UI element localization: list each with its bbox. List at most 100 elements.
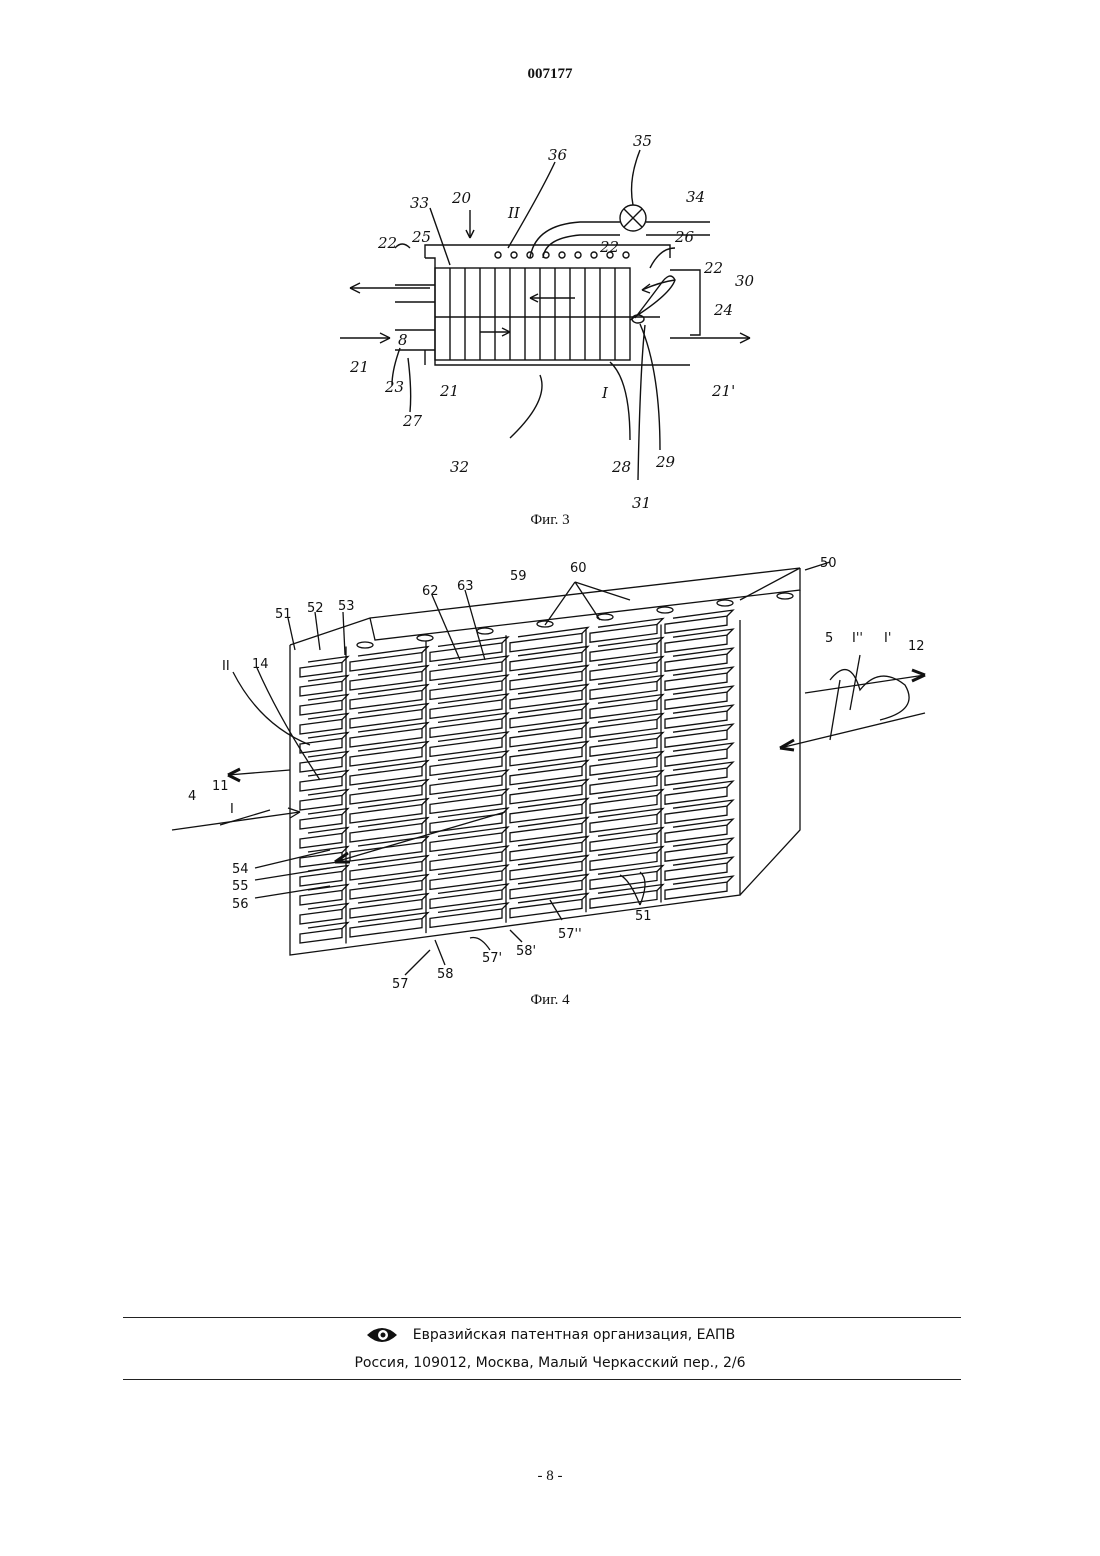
- fin-edge: [438, 656, 508, 665]
- fin-edge: [308, 695, 348, 701]
- footer-address: Россия, 109012, Москва, Малый Черкасский…: [0, 1355, 1100, 1371]
- label-31: 31: [632, 494, 651, 512]
- label-23: 23: [384, 378, 404, 396]
- label-57: 57: [392, 977, 409, 992]
- label-21-prime: 21': [711, 382, 735, 400]
- coil-turn: [495, 252, 501, 258]
- figure-3-drawing: 36 35 34 33 20 II 22 25 26 22 22 30 24 2…: [330, 130, 770, 520]
- fin-edge: [438, 732, 508, 741]
- fin-plate: [300, 796, 342, 810]
- fin-edge: [518, 817, 588, 826]
- fin-edge: [598, 732, 663, 741]
- figure-4-caption: Фиг. 4: [0, 992, 1100, 1009]
- fin-edge: [308, 904, 348, 910]
- fin-edge: [598, 694, 663, 703]
- label-30: 30: [735, 272, 755, 290]
- label-I-prime: I': [884, 631, 891, 646]
- coil-turn: [623, 252, 629, 258]
- fin-edge: [438, 675, 508, 684]
- label-33: 33: [410, 194, 429, 212]
- tube-end: [777, 593, 793, 599]
- document-number: 007177: [0, 66, 1100, 83]
- fin-edge: [438, 903, 508, 912]
- fin-edge: [358, 780, 428, 789]
- fin-edge: [308, 676, 348, 682]
- fin-edge: [518, 684, 588, 693]
- label-35: 35: [633, 132, 652, 150]
- fin-edge: [358, 818, 428, 827]
- fin-edge: [308, 790, 348, 796]
- tube-end: [657, 607, 673, 613]
- fin-rows: [300, 610, 733, 943]
- label-22-left: 22: [377, 234, 397, 252]
- label-56: 56: [232, 897, 249, 912]
- figure-4-drawing: 50 60 59 62 63 51 52 53 5 I'' I' 12 II 1…: [160, 550, 950, 995]
- label-55: 55: [232, 879, 249, 894]
- fin-plate: [300, 701, 342, 715]
- label-I: I: [601, 384, 609, 402]
- tube-end: [477, 628, 493, 634]
- fin-edge: [598, 865, 663, 874]
- label-I-double-prime: I'': [852, 631, 863, 646]
- label-51-bottom: 51: [635, 909, 652, 924]
- figure-3-caption: Фиг. 3: [0, 512, 1100, 529]
- fin-edge: [518, 741, 588, 750]
- coil-turn: [591, 252, 597, 258]
- fin-edge: [308, 809, 348, 815]
- fin-edge: [358, 723, 428, 732]
- fin-edge: [598, 846, 663, 855]
- core-block: [435, 268, 630, 360]
- organization-name: Евразийская патентная организация, ЕАПВ: [413, 1327, 735, 1343]
- fin-edge: [518, 760, 588, 769]
- fin-edge: [438, 694, 508, 703]
- label-52: 52: [307, 601, 324, 616]
- fin-edge: [308, 733, 348, 739]
- fin-plate: [665, 882, 727, 899]
- figure-3-svg: 36 35 34 33 20 II 22 25 26 22 22 30 24 2…: [330, 130, 770, 520]
- fin-edge: [308, 885, 348, 891]
- fin-edge: [438, 713, 508, 722]
- fin-edge: [518, 874, 588, 883]
- fin-edge: [518, 855, 588, 864]
- footer-bottom-rule: [123, 1379, 961, 1380]
- label-62: 62: [422, 584, 439, 599]
- fin-edge: [438, 865, 508, 874]
- label-II: II: [222, 659, 230, 674]
- fin-edge: [358, 742, 428, 751]
- fin-edge: [308, 714, 348, 720]
- label-36: 36: [548, 146, 568, 164]
- fin-edge: [598, 713, 663, 722]
- core-fins: [450, 268, 615, 360]
- label-58-prime: 58': [516, 944, 536, 959]
- fin-edge: [438, 637, 508, 646]
- fin-edge: [358, 761, 428, 770]
- fin-plate: [300, 872, 342, 886]
- label-63: 63: [457, 579, 474, 594]
- coil-turn: [511, 252, 517, 258]
- fin-edge: [438, 808, 508, 817]
- label-21-mid: 21: [439, 382, 459, 400]
- fin-edge: [518, 703, 588, 712]
- fin-plate: [300, 777, 342, 791]
- label-12: 12: [908, 639, 925, 654]
- coil-turn: [575, 252, 581, 258]
- figure-4-svg: 50 60 59 62 63 51 52 53 5 I'' I' 12 II 1…: [160, 550, 950, 995]
- fin-edge: [438, 846, 508, 855]
- label-5: 5: [825, 631, 833, 646]
- fin-edge: [598, 789, 663, 798]
- fin-edge: [518, 665, 588, 674]
- fin-edge: [358, 856, 428, 865]
- fin-plate: [300, 739, 342, 753]
- footer-top-rule: [123, 1317, 961, 1318]
- fin-edge: [358, 799, 428, 808]
- label-32: 32: [450, 458, 469, 476]
- fin-edge: [358, 913, 428, 922]
- fin-edge: [308, 847, 348, 853]
- label-8: 8: [398, 331, 408, 349]
- fin-edge: [598, 808, 663, 817]
- fin-edge: [438, 789, 508, 798]
- fin-plate: [300, 815, 342, 829]
- page-number: - 8 -: [0, 1468, 1100, 1485]
- eapo-logo-icon: [365, 1325, 399, 1345]
- fin-plate: [300, 910, 342, 924]
